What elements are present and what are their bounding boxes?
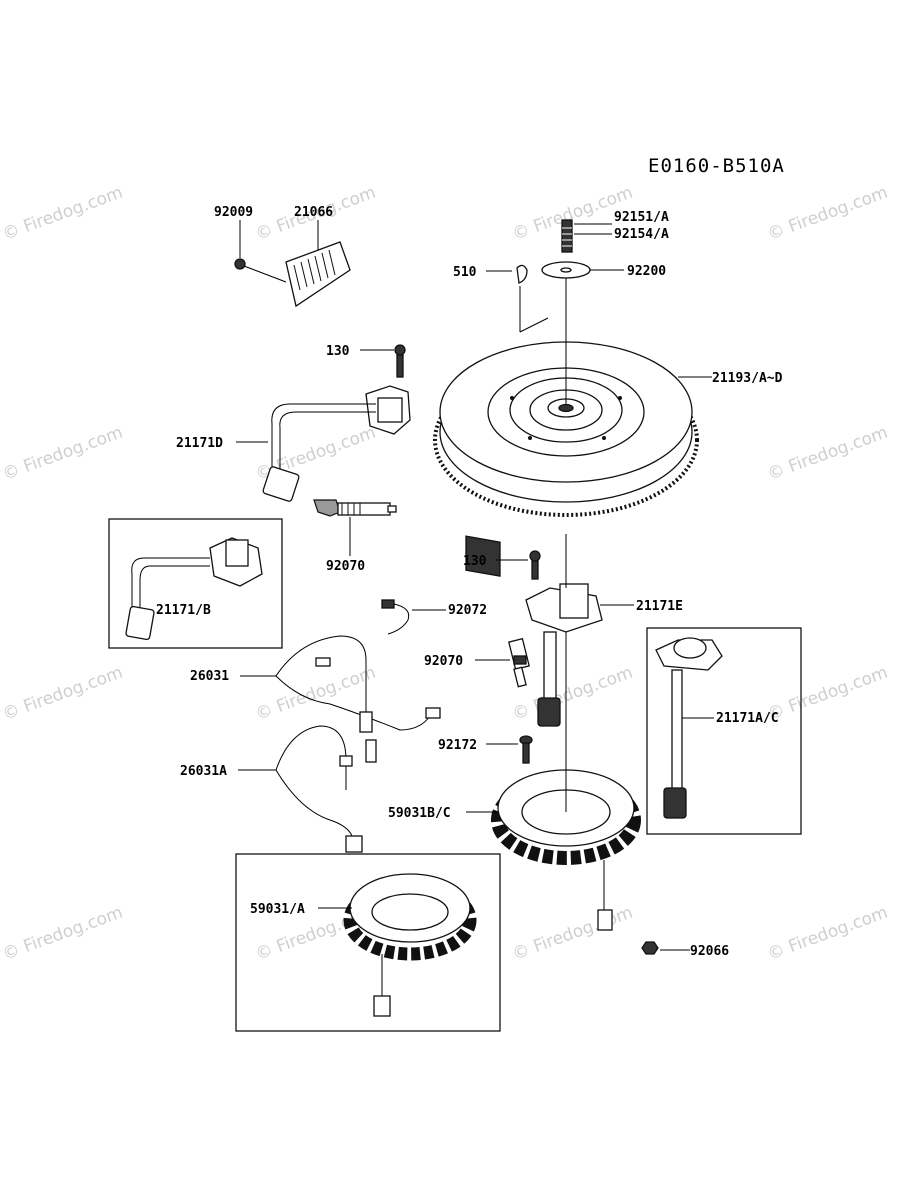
- watermark: © Firedog.com: [0, 183, 126, 245]
- callout-21171E: 21171E: [636, 599, 683, 614]
- callout-59031BC: 59031B/C: [388, 806, 451, 821]
- regulator-21066[interactable]: [285, 241, 351, 308]
- lead-92072[interactable]: [381, 599, 410, 635]
- watermark: © Firedog.com: [765, 423, 891, 485]
- watermark: © Firedog.com: [0, 663, 126, 725]
- nut-92066[interactable]: [641, 941, 659, 955]
- callout-92200: 92200: [627, 264, 666, 279]
- regulator-assembly: [234, 241, 351, 308]
- callout-130-top: 130: [326, 344, 350, 359]
- watermark: © Firedog.com: [510, 903, 636, 965]
- callout-21171AC: 21171A/C: [716, 711, 779, 726]
- callout-92070-top: 92070: [326, 559, 365, 574]
- watermark: © Firedog.com: [765, 903, 891, 965]
- key-510[interactable]: [516, 264, 528, 284]
- callout-21066: 21066: [294, 205, 333, 220]
- callout-21171B: 21171/B: [156, 603, 211, 618]
- callout-26031: 26031: [190, 669, 229, 684]
- harness-26031[interactable]: [275, 635, 441, 733]
- callout-92009: 92009: [214, 205, 253, 220]
- callout-26031A: 26031A: [180, 764, 227, 779]
- callout-92154: 92154/A: [614, 227, 669, 242]
- harness-26031A[interactable]: [275, 725, 377, 853]
- inset-box-59031A: [235, 853, 501, 1032]
- bolt-130-mid[interactable]: [529, 550, 541, 562]
- ignition-coil-21171AC[interactable]: [655, 637, 723, 819]
- callout-510: 510: [453, 265, 477, 280]
- ignition-coil-21171E[interactable]: [525, 534, 603, 727]
- screw-92172[interactable]: [519, 735, 533, 764]
- bolt-92009[interactable]: [234, 258, 246, 270]
- callout-21171D: 21171D: [176, 436, 223, 451]
- inset-box-21171AC: [646, 627, 802, 835]
- spark-plug-92070-mid[interactable]: [508, 637, 530, 688]
- ignition-coil-21171B[interactable]: [125, 537, 263, 641]
- watermark: © Firedog.com: [0, 423, 126, 485]
- callout-92151: 92151/A: [614, 210, 669, 225]
- watermark-layer: © Firedog.com © Firedog.com © Firedog.co…: [0, 183, 891, 965]
- callout-92172: 92172: [438, 738, 477, 753]
- callout-59031A: 59031/A: [250, 902, 305, 917]
- watermark: © Firedog.com: [510, 663, 636, 725]
- callout-21193: 21193/A~D: [712, 371, 783, 386]
- flywheel-21193[interactable]: [433, 278, 699, 577]
- callout-130-mid: 130: [463, 554, 487, 569]
- watermark: © Firedog.com: [765, 663, 891, 725]
- diagram-code: E0160-B510A: [648, 155, 785, 177]
- callout-92070-mid: 92070: [424, 654, 463, 669]
- watermark: © Firedog.com: [765, 183, 891, 245]
- inset-box-21171B: [108, 518, 283, 649]
- watermark: © Firedog.com: [0, 903, 126, 965]
- ignition-coil-21171D[interactable]: [262, 344, 411, 517]
- callout-92072: 92072: [448, 603, 487, 618]
- bolt-92151[interactable]: [561, 219, 573, 253]
- stator-59031A[interactable]: [343, 873, 477, 1017]
- stator-59031BC[interactable]: [491, 632, 641, 931]
- callout-92066: 92066: [690, 944, 729, 959]
- bolt-130-top[interactable]: [394, 344, 406, 356]
- flywheel-hardware: [516, 219, 591, 333]
